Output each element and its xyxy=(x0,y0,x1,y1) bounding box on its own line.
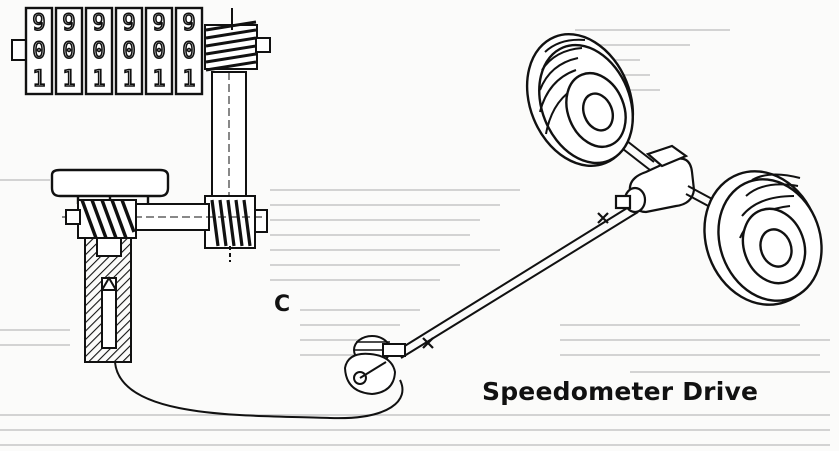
odometer-digit: 1 xyxy=(62,67,75,92)
propeller-shaft xyxy=(394,204,639,359)
odometer-digit: 0 xyxy=(182,39,195,64)
odometer-drum: 9 0 1 xyxy=(24,6,54,96)
cable-socket-icon xyxy=(84,237,132,363)
odometer-digit: 9 xyxy=(92,11,105,36)
odometer-digit: 9 xyxy=(182,11,195,36)
odometer-digit: 0 xyxy=(152,39,165,64)
odometer-drum: 9 0 1 xyxy=(54,6,84,96)
odometer-digit: 1 xyxy=(152,67,165,92)
wheel-icon xyxy=(525,33,635,167)
diagram-title: Speedometer Drive xyxy=(482,377,759,406)
lower-worm-gear-icon xyxy=(204,195,268,262)
speedo-drive-gear-icon xyxy=(343,335,406,396)
odometer-drum: 9 0 1 xyxy=(84,6,114,96)
odometer-drum: 9 0 1 xyxy=(114,6,144,96)
background-text-bleed xyxy=(0,29,830,446)
odometer-digit: 0 xyxy=(62,39,75,64)
reset-plate-icon xyxy=(50,168,170,204)
odometer-drum: 9 0 1 xyxy=(144,6,174,96)
input-helical-gear-icon xyxy=(65,199,137,239)
odometer-digit: 9 xyxy=(122,11,135,36)
odometer-digit: 9 xyxy=(62,11,75,36)
odometer-digit: 1 xyxy=(92,67,105,92)
odometer-drum: 9 0 1 xyxy=(174,6,204,96)
odometer-digit: 0 xyxy=(92,39,105,64)
wheel-icon xyxy=(703,170,823,306)
odometer-digit: 9 xyxy=(32,11,45,36)
differential-icon xyxy=(614,144,696,214)
odometer-digit: 1 xyxy=(122,67,135,92)
vertical-drive-shaft xyxy=(211,71,247,201)
flexible-speedo-cable xyxy=(114,361,404,420)
counter-worm-gear-icon xyxy=(204,8,271,72)
odometer-digit: 0 xyxy=(122,39,135,64)
odometer-digit: 1 xyxy=(182,67,195,92)
odometer-digit: 9 xyxy=(152,11,165,36)
odometer-digit: 1 xyxy=(32,67,45,92)
figure-letter-label: C xyxy=(274,292,291,317)
odometer-digit: 0 xyxy=(32,39,45,64)
